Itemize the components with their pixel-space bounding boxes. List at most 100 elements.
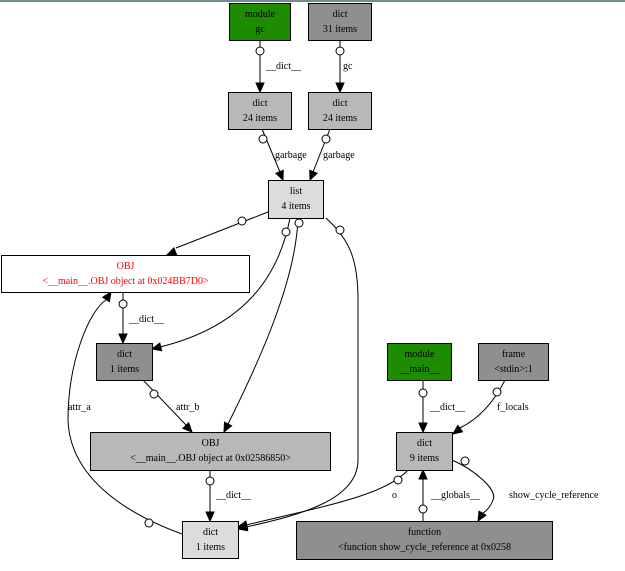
node-box [387, 343, 452, 381]
node-obj-a[interactable]: OBJ<__main__.OBJ object at 0x024BB7D0> [1, 255, 250, 293]
arrowhead-icon [418, 422, 428, 434]
edge-label: garbage [323, 150, 355, 161]
node-dict-1b[interactable]: dict 1 items [182, 521, 239, 559]
node-type-label: dict [203, 527, 218, 538]
node-type-label: function [408, 527, 441, 538]
edge-tail-circle-icon [237, 216, 247, 226]
edge-line [67, 299, 183, 535]
edge-dict_9-to-function [451, 456, 495, 523]
arrowhead-icon [452, 424, 464, 435]
edge-dict_1a-to-obj_b [142, 379, 193, 433]
edge-line [459, 379, 506, 429]
node-obj-b[interactable]: OBJ<__main__.OBJ object at 0x02586850> [90, 432, 331, 471]
edge-line [245, 469, 409, 526]
node-box [229, 3, 291, 41]
node-box [268, 180, 324, 219]
edge-tail-circle-icon [335, 46, 345, 56]
edge-tail-circle-icon [118, 299, 128, 309]
node-type-label: dict [253, 98, 268, 109]
edge-line [142, 379, 187, 426]
edge-label: attr_b [176, 402, 199, 413]
node-box [96, 343, 153, 381]
edge-dict_9-to-dict_1b [236, 469, 409, 530]
edge-frame-to-dict_9 [452, 379, 506, 435]
edge-tail-circle-icon [205, 476, 215, 486]
edge-line [159, 217, 291, 348]
node-detail-label: __main__ [399, 364, 441, 375]
arrowhead-icon [223, 421, 233, 434]
node-type-label: dict [333, 9, 348, 20]
edge-list_4-to-obj_b [223, 217, 304, 434]
node-detail-label: 9 items [410, 453, 439, 464]
edge-obj_b-to-dict_1b [205, 470, 215, 523]
node-detail-label: <function show_cycle_reference at 0x0258 [338, 542, 511, 553]
node-box [228, 92, 292, 130]
edge-label: __dict__ [265, 61, 302, 72]
window-top-border [0, 0, 625, 2]
node-detail-label: 4 items [281, 201, 310, 212]
node-box [1, 255, 250, 293]
edge-module_main-to-dict_9 [418, 380, 428, 434]
arrowhead-icon [418, 468, 428, 480]
node-box [296, 521, 553, 560]
node-dict-31[interactable]: dict 31 items [308, 3, 372, 41]
edge-list_4-to-dict_1b [236, 217, 359, 532]
node-detail-label: 1 items [196, 542, 225, 553]
edge-dict_24a-to-list_4 [258, 128, 284, 182]
arrowhead-icon [255, 82, 265, 94]
node-box [90, 432, 331, 471]
node-frame[interactable]: frame <stdin>:1 [478, 343, 549, 381]
edge-tail-circle-icon [294, 218, 304, 228]
node-type-label: dict [333, 98, 348, 109]
edge-tail-circle-icon [144, 518, 154, 528]
edge-line [227, 217, 299, 425]
edge-label: __dict__ [128, 314, 165, 325]
node-type-label: OBJ [117, 261, 135, 272]
node-list-4[interactable]: list 4 items [268, 180, 324, 219]
node-type-label: dict [417, 438, 432, 449]
node-detail-label: 1 items [110, 364, 139, 375]
arrowhead-icon [335, 82, 345, 94]
node-detail-label: 24 items [243, 113, 277, 124]
edge-tail-circle-icon [492, 387, 502, 397]
edge-label: show_cycle_reference [509, 490, 599, 501]
node-box [396, 432, 453, 471]
edge-label: f_locals [497, 402, 529, 413]
edge-label: __globals__ [430, 490, 481, 501]
node-type-label: list [290, 186, 302, 197]
node-detail-label: <stdin>:1 [494, 364, 533, 375]
edge-tail-circle-icon [321, 134, 331, 144]
node-box [478, 343, 549, 381]
edge-obj_a-to-dict_1a [118, 292, 128, 345]
node-dict-24a[interactable]: dict 24 items [228, 92, 292, 130]
arrowhead-icon [309, 169, 319, 182]
arrowhead-icon [477, 510, 487, 523]
node-detail-label: 31 items [323, 24, 357, 35]
node-box [308, 3, 372, 41]
edge-tail-circle-icon [460, 456, 470, 466]
node-dict-9[interactable]: dict 9 items [396, 432, 453, 471]
node-module-main[interactable]: module__main__ [387, 343, 452, 381]
edge-module_gc-to-dict_24a [255, 40, 265, 94]
arrowhead-icon [236, 520, 249, 530]
edge-label: __dict__ [215, 490, 252, 501]
edge-line [245, 217, 359, 528]
node-type-label: frame [502, 349, 526, 360]
node-box [308, 92, 372, 130]
arrowhead-icon [150, 342, 163, 352]
edges-layer [67, 40, 506, 535]
edge-label: attr_a [68, 402, 91, 413]
edge-label: o [392, 490, 397, 501]
edge-list_4-to-dict_1a [150, 217, 291, 352]
node-function[interactable]: function <function show_cycle_reference a… [296, 521, 553, 560]
edge-line [451, 459, 495, 515]
edge-label: garbage [275, 150, 307, 161]
edge-line [175, 211, 269, 249]
edge-dict_1b-to-obj_a [67, 290, 183, 535]
edge-tail-circle-icon [258, 134, 268, 144]
